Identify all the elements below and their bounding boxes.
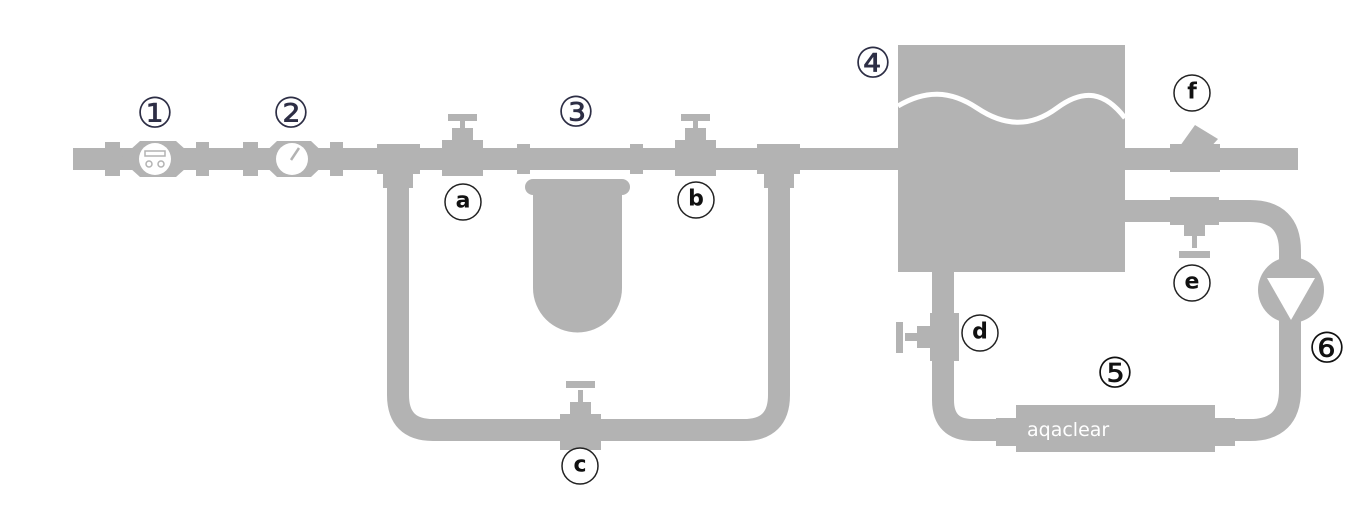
- svg-text:a: a: [456, 189, 471, 214]
- valve-label-f: f: [1173, 74, 1211, 112]
- filter: [525, 179, 630, 333]
- valve-label-a: a: [444, 183, 482, 221]
- label-6: ⑥: [1308, 324, 1346, 373]
- label-3: ③: [557, 88, 595, 137]
- valve-a[interactable]: [442, 114, 483, 176]
- uv-loop-pipe: [932, 272, 1010, 441]
- label-5: ⑤: [1096, 349, 1134, 398]
- pump: [1258, 257, 1324, 323]
- svg-text:e: e: [1185, 270, 1200, 295]
- svg-text:c: c: [573, 453, 586, 478]
- svg-text:d: d: [972, 320, 988, 345]
- meter-display-icon: [139, 143, 171, 175]
- svg-text:b: b: [688, 187, 704, 212]
- valve-f[interactable]: [1170, 125, 1220, 172]
- valve-e[interactable]: [1170, 197, 1219, 258]
- valve-b[interactable]: [675, 114, 716, 176]
- label-2: ②: [272, 89, 310, 138]
- uv-brand-label: aqaclear: [1027, 419, 1109, 441]
- tank: [896, 45, 1127, 272]
- pump-loop-pipe: [1125, 200, 1301, 441]
- valve-d[interactable]: [896, 313, 959, 361]
- valve-c[interactable]: [560, 381, 601, 450]
- valve-label-e: e: [1173, 264, 1211, 302]
- valve-label-d: d: [961, 314, 999, 352]
- svg-text:f: f: [1187, 80, 1197, 105]
- water-meter: [105, 141, 209, 177]
- pressure-gauge: [243, 141, 343, 177]
- label-4: ④: [854, 39, 892, 88]
- valve-label-b: b: [677, 181, 715, 219]
- valve-label-c: c: [561, 447, 599, 485]
- label-1: ①: [136, 89, 174, 138]
- uv-unit: aqaclear: [996, 405, 1235, 452]
